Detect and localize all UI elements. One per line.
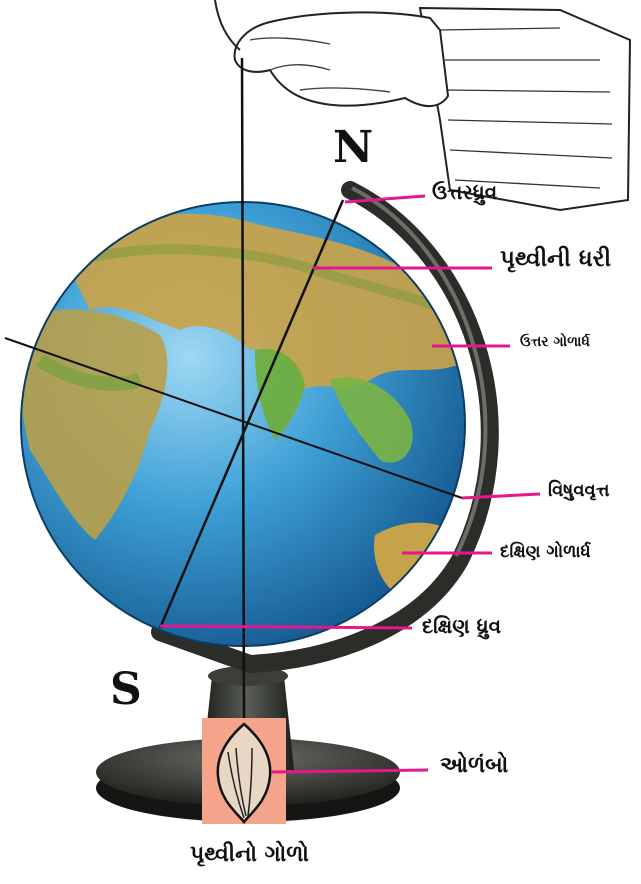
hand-illustration (215, 0, 630, 210)
label-northern-hemisphere: ઉત્તર ગોળાર્ધ (520, 334, 590, 350)
leader-plumb-bob (272, 770, 428, 772)
south-pole-letter: S (110, 664, 142, 715)
north-pole-letter: N (333, 122, 373, 173)
label-southern-hemisphere: દક્ષિણ ગોળાર્ધ (500, 542, 591, 562)
label-equator: વિષુવવૃત્ત (548, 480, 610, 501)
label-south-pole: દક્ષિણ ધ્રુવ (422, 614, 501, 638)
caption: પૃથ્વીનો ગોળો (190, 842, 309, 867)
label-axis: પૃથ્વીની ધરી (500, 246, 611, 272)
label-plumb-bob: ઓળંબો (440, 753, 508, 778)
leader-south-pole (160, 626, 412, 628)
label-north-pole: ઉત્તરધ્રુવ (432, 180, 497, 204)
leader-equator (462, 494, 540, 498)
